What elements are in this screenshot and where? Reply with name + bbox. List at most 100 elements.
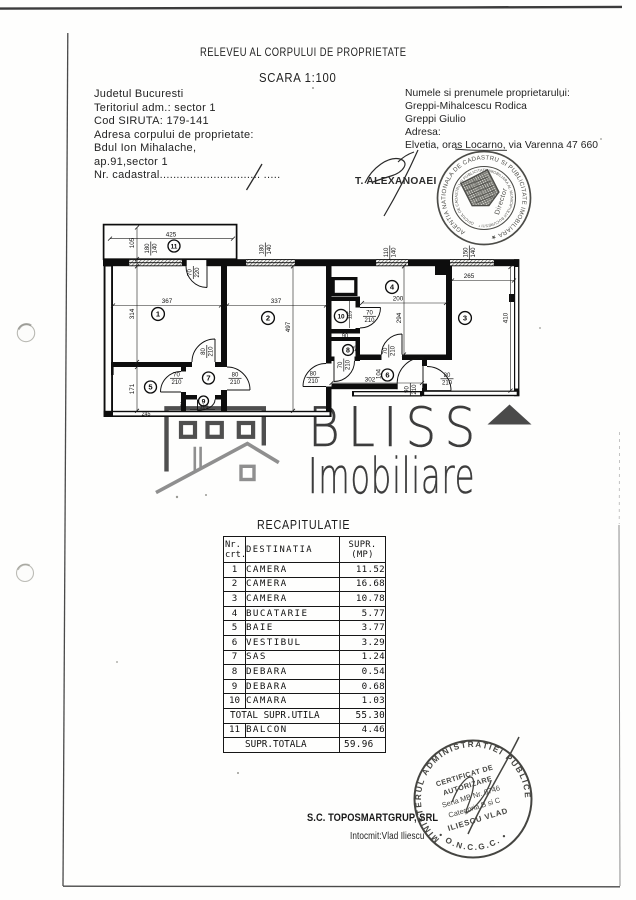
total-label: TOTAL SUPR.UTILA [223,707,340,724]
logo-chimney [193,446,202,471]
recap-header-row: Nr.crt. DESTINATIA SUPR.(MP) [223,536,386,563]
svg-text:140: 140 [392,247,398,258]
dim-room1-w: 367 [162,298,173,305]
hole-punch-top [16,323,36,343]
total-value: 55.30 [339,707,386,724]
document-title: RELEVEU AL CORPULUI DE PROPRIETATE [200,46,407,59]
door-label-entry: 90 210 [404,383,418,396]
door-arc-balcony [185,266,208,288]
svg-text:7: 7 [206,374,210,383]
logo-window-1 [178,420,198,439]
svg-text:70: 70 [187,269,193,276]
door-arc-room2b [302,363,327,387]
room-1-badge: 1 [150,306,166,322]
interior-walls [113,266,452,412]
stamp-bottom-ring-bottom-text: • O.N.C.G.C. • [437,831,510,852]
door-label-room2b: 80 210 [306,371,320,385]
door-arcs [160,266,452,412]
svg-text:80: 80 [310,371,317,377]
svg-text:70: 70 [366,310,373,316]
room-4-badge: 4 [384,279,400,295]
window-room2 [246,259,295,267]
svg-text:220: 220 [195,267,201,278]
svg-text:3: 3 [463,314,467,323]
col-header-destinatia: DESTINATIA [245,536,340,563]
room-7-badge: 7 [201,371,216,385]
svg-text:210: 210 [442,381,453,387]
footer-company: S.C. TOPOSMARTGRUP, SRL [307,812,439,824]
room-6-badge: 6 [380,368,395,382]
stamp-bottom-center: CERTIFICAT DE AUTORIZARE Seria MB Nr. 07… [435,763,509,833]
stamp-top-emblem [459,168,500,207]
logo-house-window [239,464,256,482]
svg-text:4: 4 [390,283,395,292]
balcony-outline [102,223,238,261]
hole-punch-bottom [15,563,35,583]
svg-text:6: 6 [385,371,389,380]
floor-plan: 425 367 337 200 265 105 314 171 497 294 … [102,223,520,417]
top-exterior-wall [103,259,519,267]
dim-kitchen-h: 294 [396,312,403,323]
door-label-deb8: 70 210 [338,358,352,372]
dim-room2-w: 337 [271,298,282,305]
svg-text:80: 80 [444,373,451,379]
window-room1 [129,259,182,267]
svg-text:70: 70 [173,372,180,378]
door-arc-camara [359,307,381,329]
svg-text:210: 210 [308,379,319,385]
owner-adresa: Adresa: [405,127,441,139]
owner-name-1: Greppi-Mihalcescu Rodica [405,101,527,113]
recap-total-row: TOTAL SUPR.UTILA 55.30 [223,707,386,724]
owner-name-2: Greppi Giulio [405,114,466,126]
door-arc-deb8 [333,360,355,382]
svg-text:210: 210 [364,318,375,324]
surveyor-name: T. ALEXANOAEI [355,176,437,187]
dim-room1-h: 314 [129,308,136,319]
dim-bath-w: 245 [142,411,151,417]
dimension-lines [107,225,517,414]
recap-balcony-row: 11 BALCON 4.46 [223,722,386,739]
watermark-subbrand: Imobiliare [308,448,476,505]
svg-text:80: 80 [232,372,239,378]
room-5-badge: 5 [143,380,158,394]
scale-label: SCARA 1:100 [259,70,337,85]
stamp-top-ring-text: AGENTIA NATIONALA DE CADASTRU SI PUBLICI… [440,154,527,240]
room-10-badge: 10 [333,308,349,324]
teritoriul-line: Teritoriul adm.: sector 1 [94,101,216,114]
svg-text:140: 140 [267,244,273,255]
col-header-nr: Nr.crt. [223,536,246,563]
svg-text:110: 110 [384,247,390,257]
door-label-balcony: 70 220 [187,266,201,279]
stamp-top-role: Director [494,187,509,216]
door-labels: 70 220 80 210 70 210 80 210 [170,266,454,396]
property-id-block: Judetul Bucuresti Teritoriul adm.: secto… [94,88,334,183]
door-label-room3: 80 210 [440,373,454,387]
room-2-badge: 2 [260,310,276,326]
svg-text:9: 9 [202,399,206,406]
dim-deb9-w: 119 [200,404,209,410]
stamp-certificat: MINISTERUL ADMINISTRATIEI PUBLICE • O.N.… [413,736,533,859]
door-label-camara: 70 210 [363,310,376,324]
dim-deb8-h: 50 [354,346,360,352]
svg-text:1: 1 [156,310,161,319]
balcony-door-jambs [185,259,208,267]
door-arc-bath [160,371,182,393]
dim-bath-h: 171 [129,383,136,394]
windows [129,259,494,267]
stamp-bottom-circle [413,739,533,859]
strada-line: Bdul Ion Mihalache, [94,142,197,154]
window-label-room1: 180 140 [145,241,159,256]
svg-text:140: 140 [471,247,477,258]
svg-text:2: 2 [266,314,270,323]
dim-room3-h: 410 [503,312,510,323]
door-arc-room3 [426,366,452,392]
dim-camara-h: 115 [348,311,354,320]
